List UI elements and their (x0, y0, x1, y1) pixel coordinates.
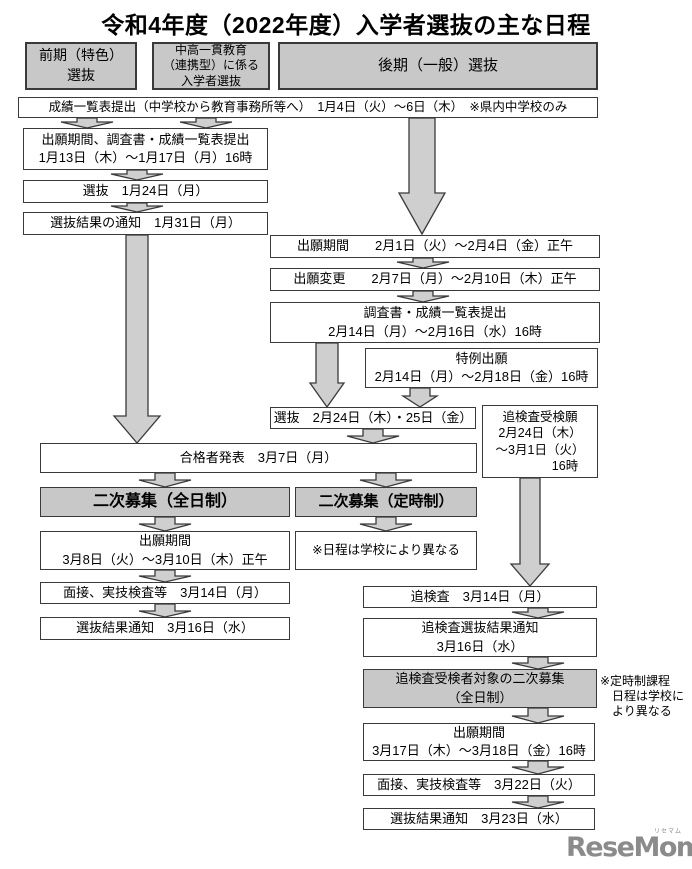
arrow-seiseki-to-zenki-right (179, 117, 233, 129)
arrow-goukaku-to-niji-zennichi (138, 472, 192, 488)
step-koki-chousasho: 調査書・成績一覧表提出 2月14日（月）～2月16日（水）16時 (270, 302, 600, 343)
arrow-zenki-shutsugan-to-senbatsu (110, 169, 164, 181)
step-tsuikensa-final-kekka: 選抜結果通知 3月23日（水） (363, 808, 595, 830)
arrow-tokurei-to-senbatsu (400, 387, 440, 408)
step-tsuikensa-shutsugan: 出願期間 3月17日（木）～3月18日（金）16時 (363, 723, 595, 761)
step-niji-mensetsu: 面接、実技検査等 3月14日（月） (40, 582, 290, 604)
step-koki-henkou: 出願変更 2月7日（月）～2月10日（木）正午 (270, 268, 600, 291)
arrow-tsuikensa-niji-to-shutsugan (511, 707, 565, 724)
arrow-seiseki-to-zenki-left (60, 117, 114, 129)
arrow-shutsugan-to-mensetsu2 (511, 760, 565, 775)
arrow-zenki-kekka-to-goukaku-long (112, 234, 162, 445)
header-niji-zennichi: 二次募集（全日制） (40, 487, 290, 517)
arrow-niji-zennichi-to-shutsugan (138, 516, 192, 532)
header-tsuikensa-niji-boshu: 追検査受検者対象の二次募集 （全日制） (363, 669, 597, 708)
track-koki-header: 後期（一般）選抜 (278, 42, 598, 90)
step-niji-kekka: 選抜結果通知 3月16日（水） (40, 617, 290, 640)
step-goukaku-happyou: 合格者発表 3月7日（月） (40, 443, 477, 473)
track-chuko-ikkan-header: 中高一貫教育 （連携型）に係る 入学者選抜 (152, 42, 270, 90)
arrow-zenki-senbatsu-to-kekka (110, 202, 164, 213)
header-niji-teiji: 二次募集（定時制） (295, 487, 477, 517)
step-tsuikensa-kekka-tsuchi: 追検査選抜結果通知 3月16日（水） (363, 618, 597, 657)
arrow-jukengan-to-tsuikensa-long (509, 477, 551, 587)
step-zenki-senbatsu: 選抜 1月24日（月） (23, 180, 268, 203)
arrow-chousasho-to-senbatsu (308, 342, 346, 409)
step-niji-shutsugan: 出願期間 3月8日（火）～3月10日（木）正午 (40, 531, 290, 570)
resemom-logo-kana: リセマム (653, 829, 682, 835)
arrow-koki-henkou-to-chousasho (396, 290, 450, 303)
page-title: 令和4年度（2022年度）入学者選抜の主な日程 (101, 12, 591, 38)
step-seiseki-teishutsu: 成績一覧表提出（中学校から教育事務所等へ） 1月4日（火）～6日（木） ※県内中… (18, 97, 598, 118)
track-zenki-header: 前期（特色） 選抜 (25, 42, 137, 90)
step-koki-shutsugan: 出願期間 2月1日（火）～2月4日（金）正午 (270, 235, 600, 258)
resemom-logo-text: ReseMom. (566, 832, 692, 863)
arrow-niji-teiji-to-note (359, 516, 413, 532)
arrow-goukaku-to-niji-teiji (359, 472, 413, 488)
step-zenki-shutsugan: 出願期間、調査書・成績一覧表提出 1月13日（木）～1月17日（月）16時 (23, 128, 268, 170)
arrow-seiseki-to-koki-shutsugan-long (397, 117, 447, 236)
arrow-kekka-to-tsuikensa-niji (511, 656, 565, 670)
step-tsuikensa-jukengan: 追検査受検願 2月24日（木） ～3月1日（火） 16時 (482, 405, 598, 478)
note-teiji-schedule: ※定時制課程 日程は学校に より異なる (600, 674, 685, 718)
arrow-senbatsu-to-goukaku (346, 428, 400, 444)
resemom-logo: リセマム ReseMom. (566, 829, 692, 861)
arrow-niji-mensetsu-to-kekka (138, 603, 192, 618)
step-koki-senbatsu: 選抜 2月24日（木）・25日（金） (270, 407, 476, 429)
step-zenki-kekka-tsuchi: 選抜結果の通知 1月31日（月） (23, 212, 268, 235)
arrow-mensetsu2-to-kekka2 (511, 795, 565, 809)
step-tsuikensa: 追検査 3月14日（月） (363, 586, 597, 608)
arrow-tsuikensa-to-kekka (511, 607, 565, 619)
arrow-niji-shutsugan-to-mensetsu (138, 569, 192, 583)
note-niji-teiji-schedule: ※日程は学校により異なる (295, 531, 477, 570)
step-koki-tokurei: 特例出願 2月14日（月）～2月18日（金）16時 (365, 348, 598, 388)
arrow-koki-shutsugan-to-henkou (396, 257, 450, 269)
step-tsuikensa-mensetsu: 面接、実技検査等 3月22日（火） (363, 774, 595, 796)
